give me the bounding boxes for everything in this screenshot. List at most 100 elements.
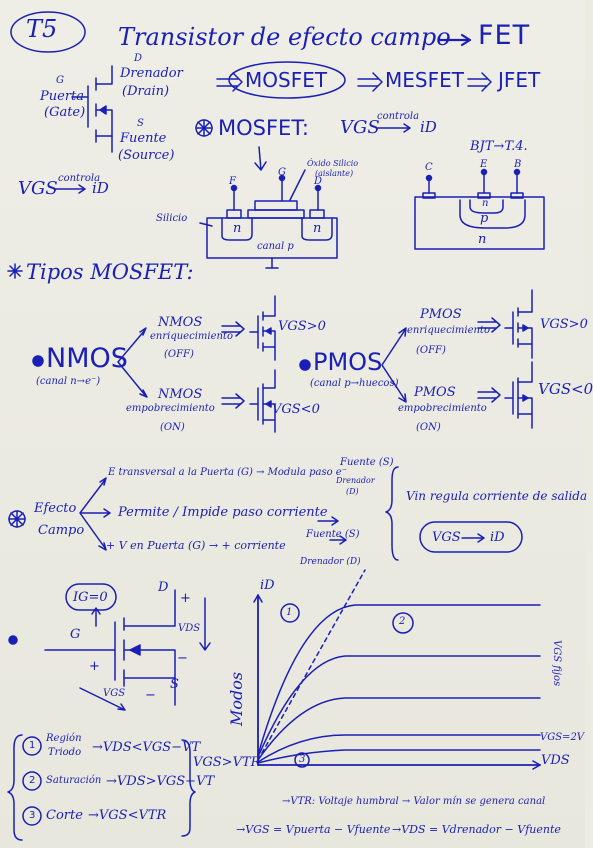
- circuit-g: G: [70, 627, 81, 642]
- gate-label-en: (Gate): [44, 105, 86, 120]
- canal-label: canal p: [257, 241, 294, 252]
- bjt-p: p: [480, 211, 489, 226]
- pmos-enh-cond: VGS>0: [540, 317, 588, 332]
- pmos-subtitle: (canal p→huecos): [310, 378, 399, 389]
- circuit-minus-bot: −: [145, 688, 156, 703]
- type-mesfet: MESFET: [385, 68, 464, 92]
- bjt-e: E: [480, 159, 488, 170]
- bjt-c: C: [425, 162, 433, 173]
- efecto-line1-fuente: Fuente (S): [340, 457, 394, 468]
- efecto-line1-d: (D): [346, 487, 359, 496]
- region-1-cond: →VDS<VGS−VT: [92, 740, 201, 755]
- nmos-dep-state: (ON): [160, 422, 185, 433]
- efecto-right-text: Vin regula corriente de salida: [406, 489, 588, 503]
- mosfet-cross-section: [199, 169, 338, 269]
- types-arrow-2: [357, 72, 383, 92]
- circuit-vds: VDS: [178, 623, 201, 634]
- gate-label-es: Puerta: [40, 89, 85, 104]
- title-abbr: FET: [478, 20, 531, 51]
- tipos-header: Tipos MOSFET:: [26, 260, 194, 284]
- circuit-s: S: [170, 677, 179, 692]
- bjt-n-bot: n: [478, 232, 487, 247]
- region-3-name: Corte: [46, 808, 83, 823]
- graph-region-2: 2: [399, 616, 406, 627]
- efecto-line3: + V en Puerta (G) → + corriente: [106, 539, 286, 552]
- region-3-cond: →VGS<VTR: [88, 808, 167, 823]
- graph-vgs-fijos: VGS fijos: [551, 640, 562, 687]
- mosfet-circuit: [8, 583, 211, 711]
- source-letter: S: [137, 118, 144, 129]
- nmos-enh-cond: VGS>0: [278, 319, 326, 334]
- pmos-dep-state: (ON): [416, 422, 441, 433]
- mosfet-id: iD: [420, 118, 437, 136]
- box-id: iD: [490, 530, 505, 545]
- ig-label: IG=0: [73, 590, 108, 605]
- nmos-enh-symbol: [249, 295, 276, 361]
- footer-vtr: →VTR: Voltaje humbral → Valor mín se gen…: [282, 796, 546, 807]
- output-graph: [253, 569, 541, 770]
- title-arrow: [438, 33, 472, 47]
- page-title: Transistor de efecto campo: [118, 23, 451, 51]
- nmos-dep-sub: empobrecimiento: [126, 403, 215, 414]
- g-letter: G: [278, 167, 286, 178]
- circuit-vgs: VGS: [103, 688, 126, 699]
- campo-label: Campo: [38, 523, 85, 538]
- silicio-label: Silicio: [156, 213, 188, 224]
- vgs-id-box: [419, 521, 523, 553]
- circuit-plus-top: +: [180, 591, 191, 606]
- f-letter: F: [229, 176, 236, 187]
- nmos-branch: [117, 327, 148, 398]
- title-code-oval: [10, 11, 86, 53]
- pmos-dep-title: PMOS: [414, 385, 456, 400]
- efecto-line3-fuente: Fuente (S): [306, 529, 360, 540]
- efecto-branches: [79, 477, 111, 551]
- region-2-name: Saturación: [46, 775, 102, 786]
- nmos-dep-symbol: [249, 369, 276, 433]
- region-1-num: 1: [29, 740, 36, 751]
- type-mosfet: MOSFET: [245, 68, 328, 92]
- pmos-branch: [381, 327, 407, 403]
- regions-brace: [7, 734, 23, 841]
- left-vgs: VGS: [18, 178, 58, 199]
- footer-vds: →VDS = Vdrenador − Vfuente: [392, 823, 561, 836]
- bjt-n-top: n: [482, 198, 489, 209]
- footer-vgs: →VGS = Vpuerta − Vfuente: [236, 823, 391, 836]
- graph-vgs-2v: VGS=2V: [540, 732, 585, 743]
- graph-modos: Modos: [227, 671, 246, 726]
- mosfet-line-label: MOSFET:: [218, 116, 309, 140]
- drain-label-es: Drenador: [120, 66, 183, 81]
- pmos-title: PMOS: [313, 348, 383, 376]
- nmos-bullet: [32, 355, 44, 367]
- pmos-dep-sub: empobrecimiento: [398, 403, 487, 414]
- source-label-es: Fuente: [120, 131, 167, 146]
- circuit-d: D: [158, 580, 169, 595]
- nmos-enh-title: NMOS: [158, 315, 203, 330]
- region-2-num: 2: [29, 775, 36, 786]
- source-label-en: (Source): [118, 148, 175, 163]
- mosfet-oval: [228, 61, 346, 99]
- circuit-plus-left: +: [89, 659, 100, 674]
- pmos-enh-title: PMOS: [420, 307, 462, 322]
- bjt-b: B: [514, 159, 522, 170]
- region-3-num: 3: [29, 810, 36, 821]
- nmos-enh-state: (OFF): [164, 349, 194, 360]
- aislante-label: (aislante): [315, 169, 354, 178]
- graph-x-label: VDS: [541, 753, 570, 768]
- circuit-minus-mid: −: [177, 651, 188, 666]
- efecto-right-brace: [385, 466, 399, 561]
- efecto-line3-drenador: Drenador (D): [300, 557, 361, 567]
- bjt-cross-section: [414, 168, 545, 250]
- drain-label-en: (Drain): [122, 84, 170, 99]
- mosfet-controls-arrow: [377, 123, 411, 133]
- graph-region-1: 1: [286, 607, 293, 618]
- pmos-enh-sub: enriquecimiento: [407, 325, 490, 336]
- title-code: T5: [26, 15, 58, 43]
- efecto-label: Efecto: [34, 501, 77, 516]
- oxido-label: Óxido Silicio: [307, 159, 359, 168]
- pmos-dep-symbol: [504, 361, 533, 429]
- pmos-enh-state: (OFF): [416, 345, 446, 356]
- d-letter: D: [314, 176, 323, 187]
- left-controls-arrow: [54, 184, 86, 194]
